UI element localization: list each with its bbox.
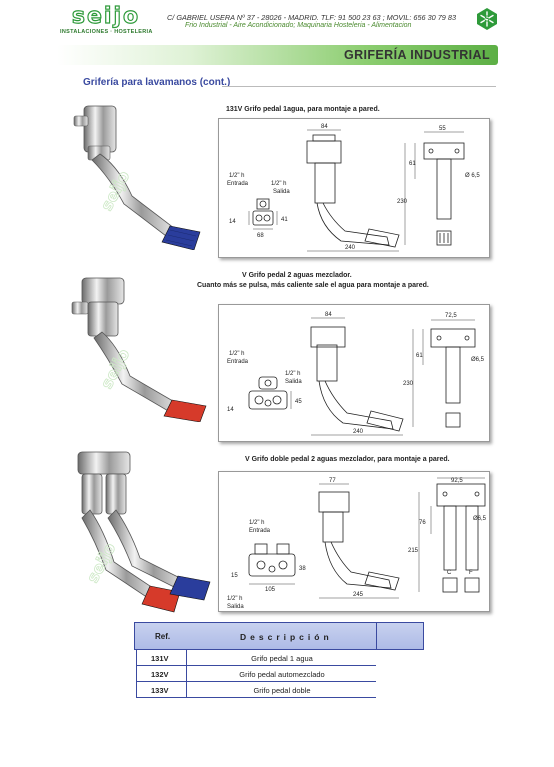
dim-label: 77 <box>329 478 336 484</box>
table-row: 131V Grifo pedal 1 agua <box>136 650 376 666</box>
inlet-label: Entrada <box>249 528 271 534</box>
dim-label: 105 <box>265 587 276 593</box>
row-description: Grifo pedal doble <box>253 686 311 695</box>
technical-drawing-131v: 84 55 61 Ø 6,5 230 41 14 68 240 1/2" h E… <box>218 118 490 258</box>
dim-label: Ø6,5 <box>471 357 485 363</box>
dim-label: Ø 6,5 <box>465 173 480 179</box>
column-header-description: Descripción <box>240 632 333 642</box>
technical-drawing-133v: 77 92,5 76 Ø6,5 215 38 15 105 245 C F 1/… <box>218 471 490 612</box>
column-header-ref: Ref. <box>155 632 171 641</box>
row-ref: 133V <box>151 686 169 695</box>
logo-wordmark: seijo <box>71 4 141 29</box>
dim-label: 38 <box>299 566 306 572</box>
row-ref: 131V <box>151 654 169 663</box>
product-photo-131v: seijo <box>73 105 201 250</box>
table-header: Ref. Descripción <box>134 622 424 650</box>
product-photo-132v: seijo <box>71 277 207 422</box>
outlet-label: Salida <box>227 604 244 610</box>
dim-label: 240 <box>353 429 364 435</box>
header-divider <box>376 623 377 649</box>
technical-drawing-132v: 84 72,5 61 Ø6,5 230 45 14 240 1/2" h Ent… <box>218 304 490 442</box>
section-heading: Grifería para lavamanos (cont.) <box>83 77 231 88</box>
cold-marker: C <box>447 570 452 576</box>
inlet-size-label: 1/2" h <box>229 351 244 357</box>
dim-label: 230 <box>397 199 408 205</box>
product-caption-131v: 131V Grifo pedal 1agua, para montaje a p… <box>226 106 380 113</box>
snowflake-badge-icon: S <box>477 8 497 30</box>
dim-label: 76 <box>419 520 426 526</box>
inlet-size-label: 1/2" h <box>229 173 244 179</box>
inlet-label: Entrada <box>227 181 249 187</box>
outlet-size-label: 1/2" h <box>271 181 286 187</box>
company-logo: seijo INSTALACIONES · HOSTELERIA <box>60 4 153 36</box>
dim-label: 41 <box>281 217 288 223</box>
dim-label: 240 <box>345 245 356 251</box>
contact-line: C/ GABRIEL USERA Nº 37 - 28026 - MADRID.… <box>167 13 457 22</box>
red-pedal <box>163 399 207 422</box>
product-photo-133v: seijo <box>77 451 211 613</box>
outlet-label: Salida <box>273 189 290 195</box>
reference-table: Ref. Descripción 131V Grifo pedal 1 agua… <box>134 622 424 698</box>
page-title-bar: GRIFERÍA INDUSTRIAL <box>57 45 498 65</box>
svg-text:S: S <box>484 15 490 24</box>
dim-label: 72,5 <box>445 313 457 319</box>
inlet-size-label: 1/2" h <box>249 520 264 526</box>
services-line: Frio Industrial - Aire Acondicionado; Ma… <box>185 22 412 29</box>
table-row: 133V Grifo pedal doble <box>136 682 376 698</box>
page-title: GRIFERÍA INDUSTRIAL <box>343 48 490 62</box>
row-ref: 132V <box>151 670 169 679</box>
logo-subtitle: INSTALACIONES · HOSTELERIA <box>60 29 153 35</box>
outlet-size-label: 1/2" h <box>285 371 300 377</box>
dim-label: 230 <box>403 381 414 387</box>
dim-label: 68 <box>257 233 264 239</box>
row-description: Grifo pedal automezclado <box>239 670 325 679</box>
dim-label: 61 <box>416 353 423 359</box>
table-row: 132V Grifo pedal automezclado <box>136 666 376 682</box>
hot-marker: F <box>469 570 473 576</box>
dim-label: 84 <box>325 312 332 318</box>
dim-label: 92,5 <box>451 478 463 484</box>
section-divider <box>222 86 496 87</box>
dim-label: Ø6,5 <box>473 516 487 522</box>
dim-label: 84 <box>321 124 328 130</box>
dim-label: 55 <box>439 126 446 132</box>
product-caption-133v: V Grifo doble pedal 2 aguas mezclador, p… <box>245 456 450 463</box>
dim-label: 61 <box>409 161 416 167</box>
dim-label: 45 <box>295 399 302 405</box>
outlet-size-label: 1/2" h <box>227 596 242 602</box>
outlet-label: Salida <box>285 379 302 385</box>
dim-label: 15 <box>231 573 238 579</box>
blue-pedal <box>169 575 211 601</box>
dim-label: 14 <box>227 407 234 413</box>
product-caption-132v-detail: Cuanto más se pulsa, más caliente sale e… <box>197 282 429 289</box>
inlet-label: Entrada <box>227 359 249 365</box>
row-description: Grifo pedal 1 agua <box>251 654 313 663</box>
dim-label: 215 <box>408 548 419 554</box>
dim-label: 245 <box>353 592 364 598</box>
dim-label: 14 <box>229 219 236 225</box>
product-caption-132v: V Grifo pedal 2 aguas mezclador. <box>242 272 352 279</box>
